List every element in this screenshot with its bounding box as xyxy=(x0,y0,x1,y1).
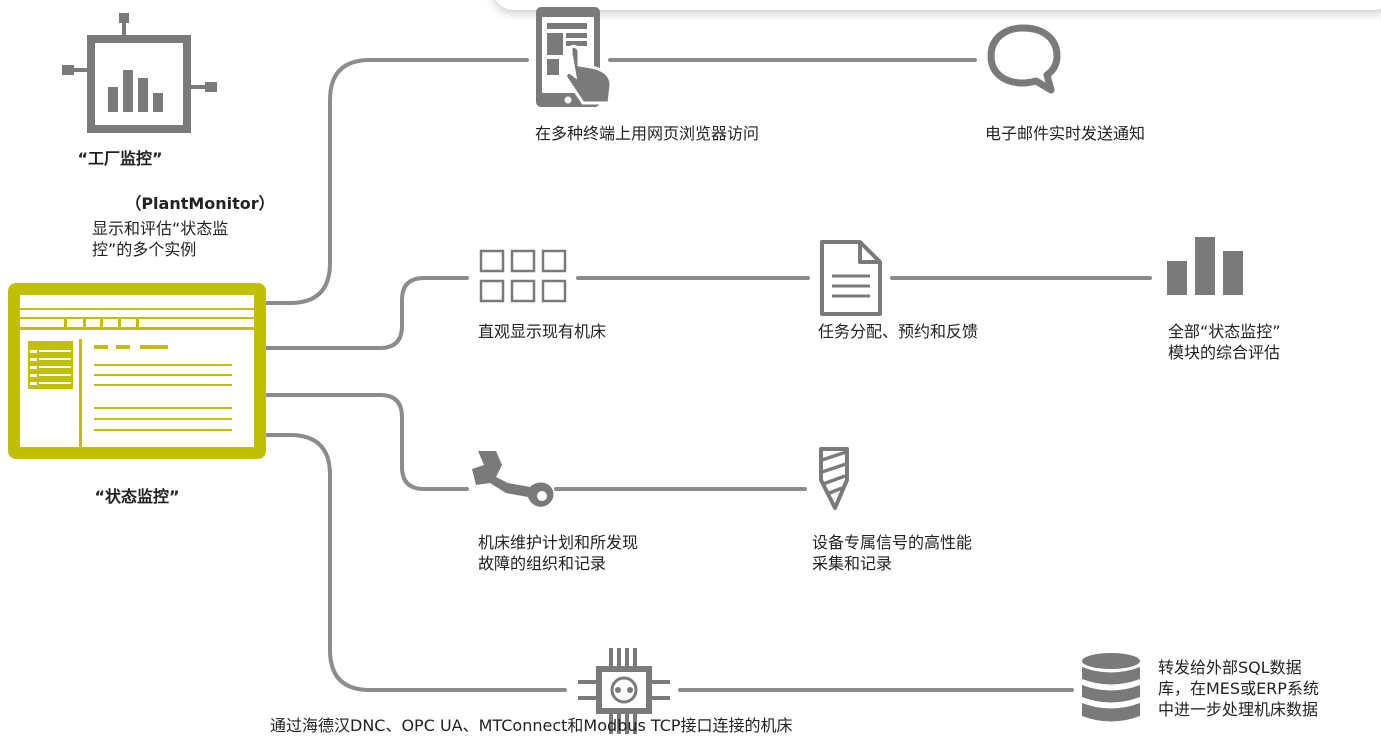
label-sql-forwarding: 转发给外部SQL数据 库，在MES或ERP系统 中进一步处理机床数据 xyxy=(1158,658,1319,719)
chip-chart-icon xyxy=(62,13,217,133)
label-machine-connection: 通过海德汉DNC、OPC UA、MTConnect和Modbus TCP接口连接… xyxy=(270,716,793,735)
window-dashboard-icon xyxy=(8,283,266,459)
plant-monitor-title: “工厂监控” xyxy=(77,149,163,168)
label-web-access: 在多种终端上用网页浏览器访问 xyxy=(535,124,760,143)
label-machine-overview: 直观显示现有机床 xyxy=(478,322,607,341)
document-icon xyxy=(820,240,882,316)
connector-chip-icon xyxy=(578,648,670,734)
top-banner-shadow xyxy=(493,0,1381,10)
speech-bubble-icon xyxy=(987,24,1061,94)
label-signal-acquisition: 设备专属信号的高性能 采集和记录 xyxy=(812,533,973,573)
label-email-notification: 电子邮件实时发送通知 xyxy=(985,124,1146,143)
grid-icon xyxy=(479,249,567,303)
label-overall-evaluation: 全部“状态监控” 模块的综合评估 xyxy=(1168,322,1281,362)
state-monitor-title: “状态监控” xyxy=(94,487,180,506)
bar-chart-icon xyxy=(1167,237,1243,295)
drill-bit-icon xyxy=(819,447,849,510)
line-to-overview xyxy=(262,276,469,350)
wrench-icon xyxy=(472,451,554,507)
plant-monitor-description: 显示和评估“状态监 控”的多个实例 xyxy=(92,219,229,259)
tablet-touch-icon xyxy=(536,7,613,107)
label-maintenance-planning: 机床维护计划和所发现 故障的组织和记录 xyxy=(478,533,639,573)
line-to-maintenance xyxy=(262,393,469,491)
line-to-web-access xyxy=(262,58,529,305)
line-to-connection xyxy=(262,433,567,692)
label-task-assignment: 任务分配、预约和反馈 xyxy=(818,322,979,341)
plant-monitor-subtitle: （PlantMonitor） xyxy=(125,194,275,213)
database-icon xyxy=(1082,653,1140,722)
